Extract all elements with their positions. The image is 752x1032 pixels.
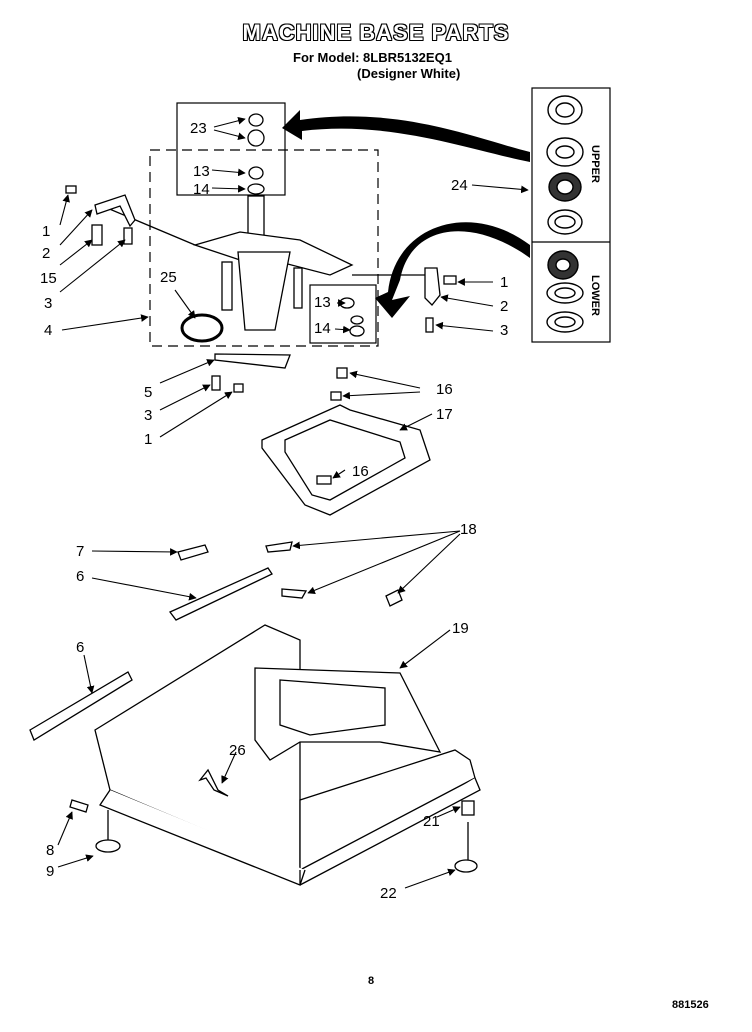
callout-2-right: 2	[500, 298, 508, 315]
left-bracket-parts	[65, 185, 136, 246]
callout-6-lower: 6	[76, 639, 84, 656]
callout-23: 23	[190, 120, 207, 137]
callout-19: 19	[452, 620, 469, 637]
seal-25	[180, 313, 224, 343]
callout-1-left: 1	[42, 223, 50, 240]
leader-arrows	[57, 117, 529, 889]
callout-13-lower: 13	[314, 294, 331, 311]
springs-and-rails	[29, 541, 403, 741]
leveling-leg-left	[69, 799, 121, 853]
right-bracket-parts	[424, 267, 457, 333]
callout-16-lower: 16	[352, 463, 369, 480]
machine-base-19	[94, 624, 481, 886]
callout-22: 22	[380, 885, 397, 902]
callout-3-right: 3	[500, 322, 508, 339]
callout-1-mid: 1	[144, 431, 152, 448]
callout-14-lower: 14	[314, 320, 331, 337]
callout-3-mid: 3	[144, 407, 152, 424]
page-number: 8	[368, 975, 375, 987]
callout-13-upper: 13	[193, 163, 210, 180]
upper-kit-arrow	[282, 110, 530, 162]
lower-kit-arrow	[375, 222, 530, 318]
upper-bearing-set	[546, 95, 584, 235]
callout-16-upper: 16	[436, 381, 453, 398]
gearcase-assembly-box	[149, 149, 379, 347]
callout-15: 15	[40, 270, 57, 287]
callout-21: 21	[423, 813, 440, 830]
strap-5-parts	[211, 353, 291, 393]
color-line: (Designer White)	[357, 66, 461, 81]
leveling-leg-right	[454, 800, 478, 873]
hub-parts-inset-box	[176, 102, 286, 196]
bearing-kit-box	[531, 87, 611, 343]
callout-4: 4	[44, 322, 52, 339]
callout-5: 5	[144, 384, 152, 401]
bearing-inset-box	[309, 284, 377, 344]
callout-18: 18	[460, 521, 477, 538]
page-title: MACHINE BASE PARTS	[242, 20, 510, 45]
callout-26: 26	[229, 742, 246, 759]
callout-2-left: 2	[42, 245, 50, 262]
callout-3-left: 3	[44, 295, 52, 312]
callout-7: 7	[76, 543, 84, 560]
clip-26	[198, 768, 229, 797]
callout-6-upper: 6	[76, 568, 84, 585]
gearcase-drawing	[99, 195, 425, 331]
callout-25: 25	[160, 269, 177, 286]
callout-9: 9	[46, 863, 54, 880]
callout-8: 8	[46, 842, 54, 859]
model-line: For Model: 8LBR5132EQ1	[293, 50, 452, 65]
suspension-frame-17	[261, 367, 431, 516]
callout-1-right: 1	[500, 274, 508, 291]
kit-lower-label: LOWER	[589, 275, 601, 316]
lower-bearing-set	[546, 250, 584, 333]
callout-14-upper: 14	[193, 181, 210, 198]
document-code: 881526	[672, 999, 709, 1011]
kit-upper-label: UPPER	[589, 145, 601, 183]
callout-24: 24	[451, 177, 468, 194]
callout-17: 17	[436, 406, 453, 423]
